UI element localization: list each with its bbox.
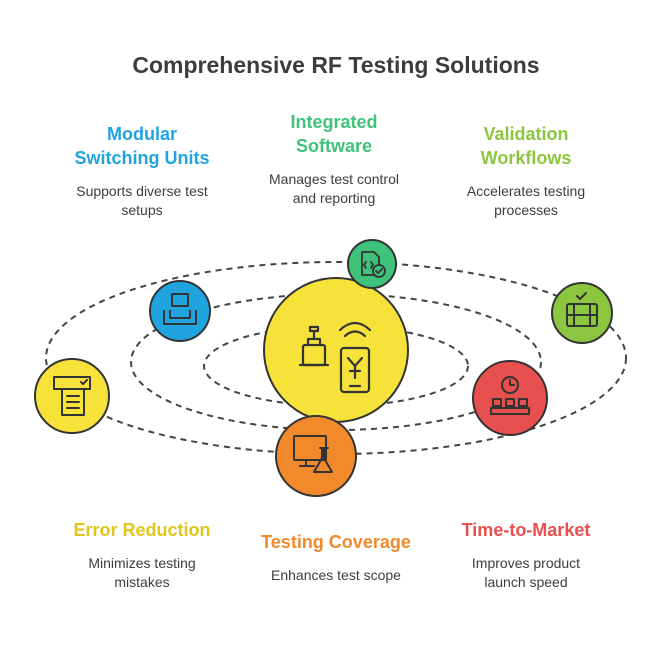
item-error-reduction: Error Reduction Minimizes testing mistak… — [52, 518, 232, 592]
item-time-to-market: Time-to-Market Improves product launch s… — [436, 518, 616, 592]
item-description: Accelerates testing processes — [466, 183, 586, 218]
item-description: Minimizes testing mistakes — [88, 555, 196, 590]
item-integrated-software: Integrated Software Manages test control… — [244, 110, 424, 208]
item-heading: Validation Workflows — [480, 124, 572, 168]
item-validation-workflows: Validation Workflows Accelerates testing… — [436, 122, 616, 220]
item-testing-coverage: Testing Coverage Enhances test scope — [236, 530, 436, 585]
code-file-check-icon — [361, 251, 386, 278]
item-description: Supports diverse test setups — [76, 183, 208, 218]
item-modular-switching-units: Modular Switching Units Supports diverse… — [52, 122, 232, 220]
item-heading: Error Reduction — [73, 520, 211, 540]
item-description: Manages test control and reporting — [269, 171, 399, 206]
tray-box-icon — [163, 293, 197, 325]
item-heading: Modular Switching Units — [74, 124, 210, 168]
center-node — [263, 277, 409, 423]
item-heading: Testing Coverage — [261, 532, 411, 552]
node-modular-switching-units — [149, 280, 211, 342]
clock-conveyor-icon — [490, 376, 530, 415]
node-validation-workflows — [551, 282, 613, 344]
node-testing-coverage — [275, 415, 357, 497]
node-integrated-software — [347, 239, 397, 289]
server-check-icon — [566, 292, 598, 327]
monitor-flask-icon — [293, 435, 333, 473]
item-heading: Time-to-Market — [461, 520, 591, 540]
page-title: Comprehensive RF Testing Solutions — [132, 52, 540, 78]
checklist-icon — [53, 376, 91, 416]
rf-tester-icon — [298, 321, 372, 394]
item-heading: Integrated Software — [290, 112, 378, 156]
item-description: Improves product launch speed — [471, 555, 581, 590]
node-error-reduction — [34, 358, 110, 434]
node-time-to-market — [472, 360, 548, 436]
item-description: Enhances test scope — [271, 567, 401, 583]
